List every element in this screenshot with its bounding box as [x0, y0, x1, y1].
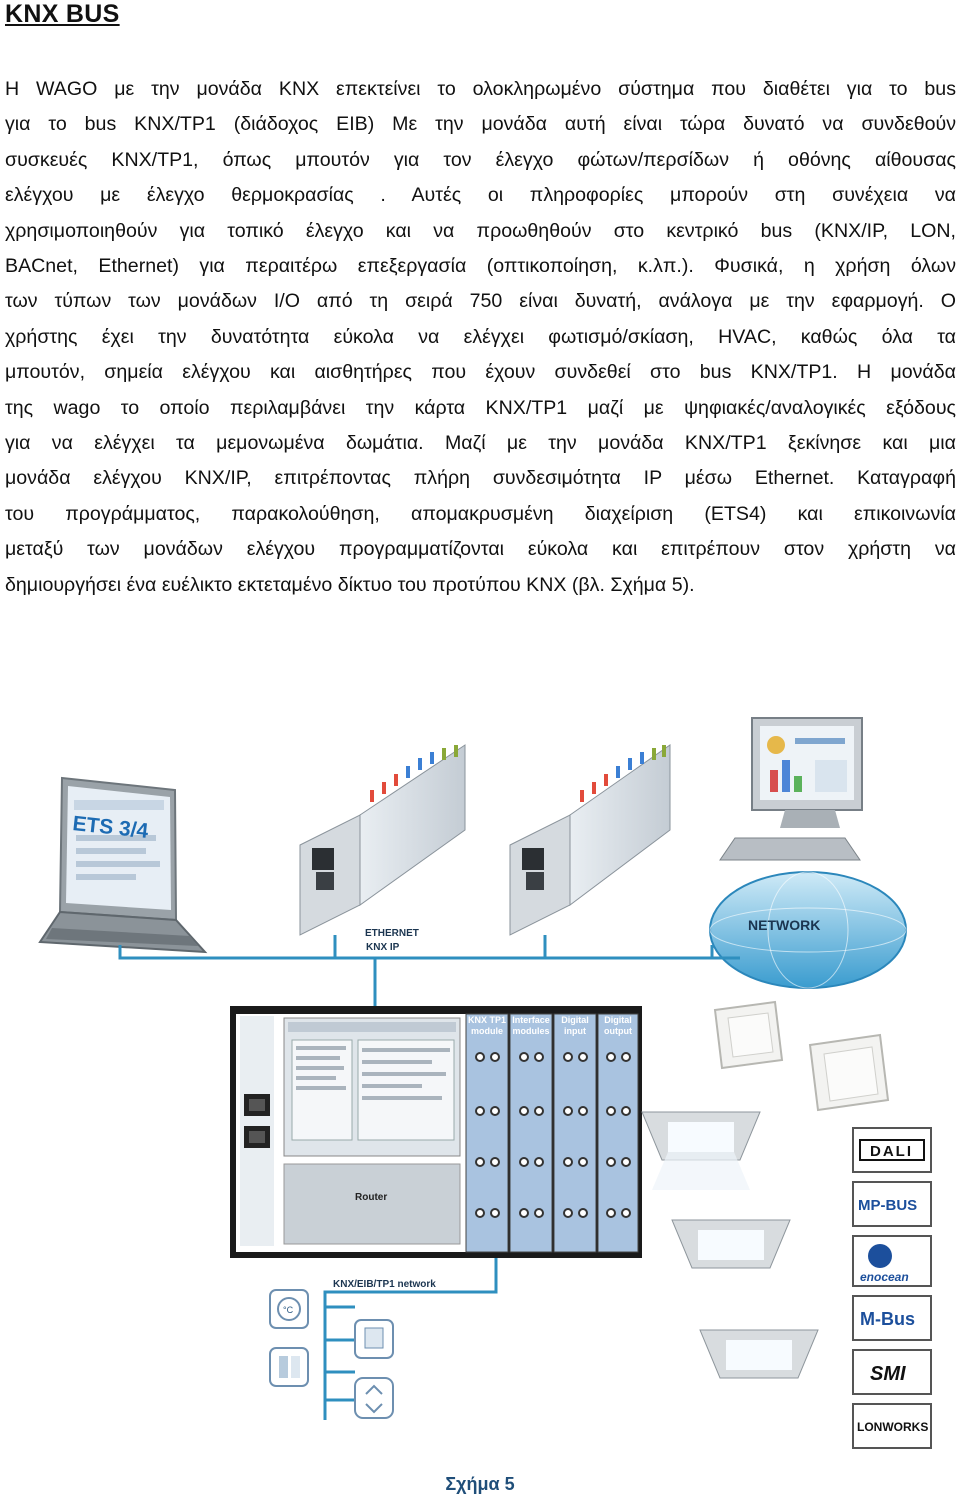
connection-lines	[118, 935, 740, 1006]
svg-text:LONWORKS: LONWORKS	[857, 1420, 928, 1434]
svg-text:MP-BUS: MP-BUS	[858, 1197, 917, 1214]
paragraph-line: χρήστης έχει την δυνατότητα εύκολα να ελ…	[5, 325, 956, 348]
paragraph-line: ελέγχου με έλεγχο θερμοκρασίας . Αυτές ο…	[5, 184, 956, 207]
svg-text:°C: °C	[283, 1305, 294, 1315]
paragraph-line: Η WAGO με την μονάδα KNX επεκτείνει το ο…	[5, 78, 956, 100]
module-knx-tp1-line1: KNX TP1	[468, 1015, 506, 1025]
smi-logo: SMI	[852, 1349, 932, 1395]
dali-logo: DALI	[852, 1127, 932, 1173]
module-interface-line2: modules	[512, 1026, 549, 1036]
lonworks-logo: LONWORKS	[852, 1403, 932, 1449]
svg-text:DALI: DALI	[870, 1143, 913, 1160]
knx-bus-line	[323, 1258, 498, 1420]
room-controller-icon	[269, 1347, 309, 1387]
paragraph-line: μπουτόν, σημεία ελέγχου και αισθητήρες π…	[5, 361, 956, 384]
router-label: Router	[355, 1192, 387, 1203]
module-digital-input-line1: Digital	[561, 1015, 589, 1025]
module-terminals	[475, 1052, 631, 1218]
io-modules	[465, 1013, 639, 1253]
paragraph-line: δημιουργήσει ένα ευέλικτο εκτεταμένο δίκ…	[5, 573, 695, 596]
module-knx-tp1-line2: module	[471, 1026, 503, 1036]
svg-text:enocean: enocean	[860, 1270, 909, 1284]
enocean-logo: enocean	[852, 1235, 932, 1287]
up-down-switch-icon	[354, 1377, 394, 1419]
controller-panel: Router KNX TP1 module Interface modules …	[230, 1006, 642, 1258]
svg-text:SMI: SMI	[870, 1363, 906, 1385]
body-paragraph: Η WAGO με την μονάδα KNX επεκτείνει το ο…	[5, 72, 956, 603]
paragraph-line: μεταξύ των μονάδων ελέγχου προγραμματίζο…	[5, 538, 956, 561]
svg-text:M-Bus: M-Bus	[860, 1309, 915, 1329]
thermostat-icon: °C	[269, 1289, 309, 1329]
ceiling-light-1-icon	[641, 1111, 761, 1190]
wago-controller-2	[509, 744, 671, 936]
ceiling-light-2-icon	[671, 1219, 791, 1269]
mp-bus-logo: MP-BUS	[852, 1181, 932, 1227]
paragraph-line: χρησιμοποιηθούν για τοπικό έλεγχο και να…	[5, 219, 956, 242]
figure-caption: Σχήμα 5	[445, 1474, 515, 1494]
module-digital-input-line2: input	[564, 1026, 586, 1036]
paragraph-line: συσκευές KNX/TP1, όπως μπουτόν για τον έ…	[5, 148, 956, 171]
bus-label: KNX/EIB/TP1 network	[333, 1279, 436, 1290]
paragraph-line: της wago το οποίο περιλαμβάνει την κάρτα…	[5, 396, 956, 419]
network-globe-icon: NETWORK	[709, 871, 907, 989]
paragraph-line: BACnet, Ethernet) για περαιτέρω επεξεργα…	[5, 255, 956, 278]
paragraph-line: των τύπων των μονάδων I/O από τη σειρά 7…	[5, 290, 956, 313]
monitor-icon	[719, 717, 863, 861]
page-title: KNX BUS	[5, 0, 120, 28]
module-interface-line1: Interface	[512, 1015, 550, 1025]
wall-switch-2-icon	[808, 1033, 890, 1112]
module-digital-output-line1: Digital	[604, 1015, 632, 1025]
wago-controller-1	[299, 744, 466, 936]
paragraph-line: μονάδα ελέγχου KNX/IP, επιτρέποντας πλήρ…	[5, 467, 956, 490]
ethernet-label: ETHERNET	[365, 928, 419, 939]
paragraph-line: του προγράμματος, παρακολούθηση, απομακρ…	[5, 502, 956, 525]
paragraph-line: για να ελέγχει τα μεμονωμένα δωμάτια. Μα…	[5, 432, 956, 455]
network-label: NETWORK	[748, 917, 820, 933]
knx-ip-label: KNX IP	[366, 942, 400, 953]
m-bus-logo: M-Bus	[852, 1295, 932, 1341]
module-digital-output-line2: output	[604, 1026, 632, 1036]
paragraph-line: για το bus KNX/TP1 (διάδοχος EIB) Με την…	[5, 113, 956, 136]
wall-panel-icon	[354, 1319, 394, 1359]
ceiling-light-3-icon	[699, 1329, 819, 1379]
wall-switch-1-icon	[713, 1000, 784, 1070]
laptop-icon: ETS 3/4	[38, 776, 208, 954]
